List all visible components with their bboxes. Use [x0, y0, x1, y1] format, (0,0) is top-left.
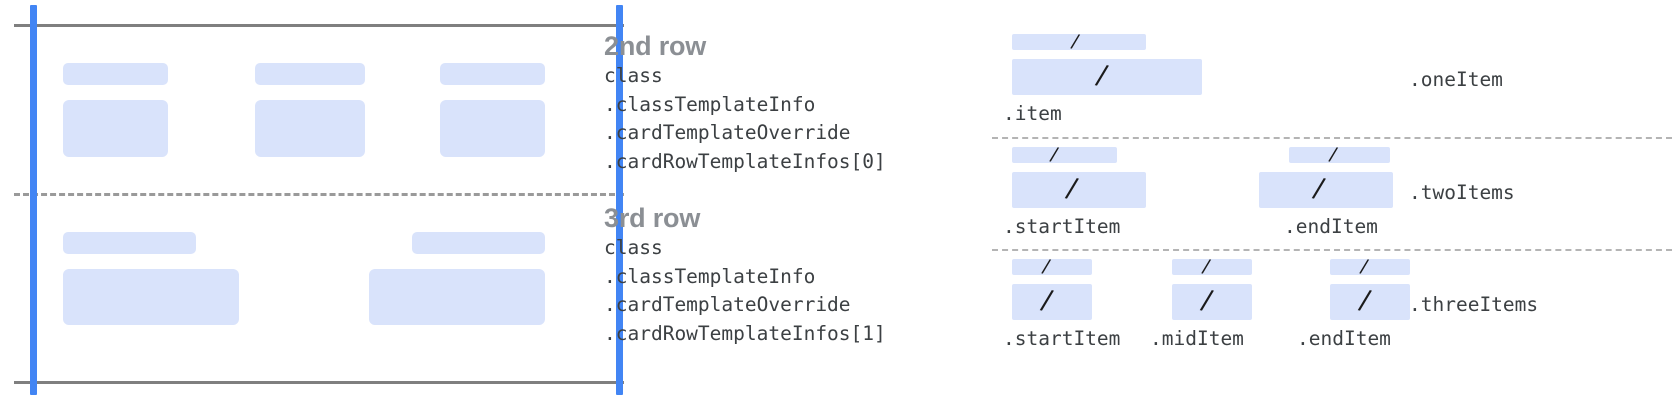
- item-header-box: [1012, 34, 1146, 50]
- column-3-header-skeleton: [440, 63, 545, 85]
- right-edge-guide: [616, 5, 623, 395]
- annotation-code-path: class .classTemplateInfo .cardTemplateOv…: [604, 64, 886, 173]
- left-edge-guide: [30, 5, 37, 395]
- mid-item-label: .midItem: [1150, 327, 1244, 350]
- end-item-body-box: [1330, 284, 1410, 320]
- annotation-code-path: class .classTemplateInfo .cardTemplateOv…: [604, 236, 886, 345]
- second-row-preview: [0, 0, 640, 193]
- column-2-body-skeleton: [369, 269, 545, 325]
- end-item-header-box: [1289, 147, 1390, 163]
- third-row-preview: [0, 193, 640, 382]
- end-item-label: .endItem: [1297, 327, 1391, 350]
- annotation-second-row: 2nd row class .classTemplateInfo .cardTe…: [604, 30, 886, 176]
- column-1-header-skeleton: [63, 63, 168, 85]
- bottom-boundary-rule: [14, 381, 624, 384]
- column-2-body-skeleton: [255, 100, 365, 157]
- card-row-preview: [0, 0, 640, 412]
- start-item-label: .startItem: [1003, 215, 1121, 238]
- item-label: .item: [1003, 102, 1062, 125]
- template-row-label: .twoItems: [1409, 181, 1515, 204]
- item-templates-panel: / / .item .oneItem / / .startItem / / .e…: [985, 0, 1676, 412]
- column-1-body-skeleton: [63, 100, 168, 157]
- end-item-body-box: [1259, 172, 1393, 208]
- annotation-title: 2nd row: [604, 31, 707, 61]
- one-item-template: / / .item .oneItem: [985, 0, 1676, 137]
- item-body-box: [1012, 59, 1202, 95]
- start-item-body-box: [1012, 172, 1146, 208]
- start-item-header-box: [1012, 259, 1092, 275]
- template-row-label: .oneItem: [1409, 68, 1503, 91]
- two-items-template: / / .startItem / / .endItem .twoItems: [985, 137, 1676, 249]
- annotation-third-row: 3rd row class .classTemplateInfo .cardTe…: [604, 202, 886, 348]
- annotation-title: 3rd row: [604, 203, 701, 233]
- row-divider-dashed: [14, 193, 624, 196]
- column-1-body-skeleton: [63, 269, 239, 325]
- column-1-header-skeleton: [63, 232, 196, 254]
- end-item-header-box: [1330, 259, 1410, 275]
- template-separator: [992, 137, 1672, 139]
- column-3-body-skeleton: [440, 100, 545, 157]
- column-2-header-skeleton: [255, 63, 365, 85]
- mid-item-body-box: [1172, 284, 1252, 320]
- start-item-label: .startItem: [1003, 327, 1121, 350]
- start-item-body-box: [1012, 284, 1092, 320]
- mid-item-header-box: [1172, 259, 1252, 275]
- top-boundary-rule: [14, 24, 624, 27]
- start-item-header-box: [1012, 147, 1117, 163]
- column-2-header-skeleton: [412, 232, 545, 254]
- three-items-template: / / .startItem / / .midItem / / .endItem…: [985, 249, 1676, 361]
- template-separator: [992, 249, 1672, 251]
- row-annotations: 2nd row class .classTemplateInfo .cardTe…: [604, 0, 954, 412]
- end-item-label: .endItem: [1284, 215, 1378, 238]
- template-row-label: .threeItems: [1409, 293, 1539, 316]
